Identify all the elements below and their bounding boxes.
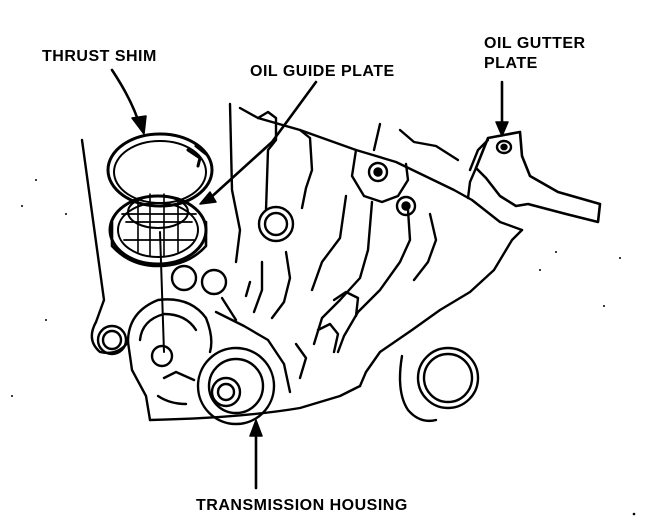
transmission-housing-label: TRANSMISSION HOUSING xyxy=(196,497,408,514)
scan-speckles xyxy=(11,179,636,516)
oil-guide-plate-label: OIL GUIDE PLATE xyxy=(250,63,395,80)
oil-gutter-plate-label-line2: PLATE xyxy=(484,55,538,72)
shaft-bores xyxy=(126,298,276,426)
side-port xyxy=(398,346,480,423)
oil-gutter-plate-label-line1: OIL GUTTER xyxy=(484,35,586,52)
bolt-bosses xyxy=(96,161,417,356)
housing-outline xyxy=(80,102,524,422)
oil-gutter-plate-label: OIL GUTTER PLATE xyxy=(484,34,586,74)
oil-gutter-plate xyxy=(466,130,602,224)
housing-ribs xyxy=(214,122,460,394)
leader-lines xyxy=(110,68,509,490)
thrust-shim-label: THRUST SHIM xyxy=(42,48,157,65)
oil-guide-plate xyxy=(108,193,208,353)
